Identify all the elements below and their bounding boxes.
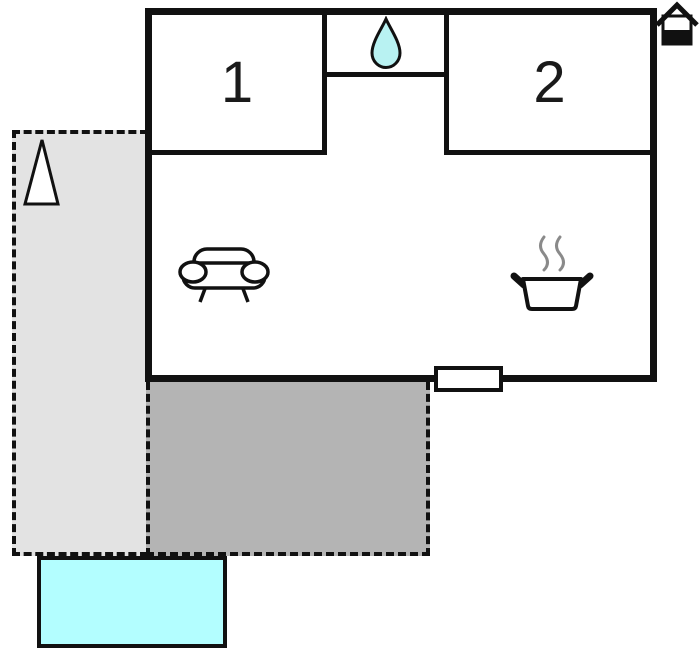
triangle-marker-icon xyxy=(23,139,60,206)
wall-room1-right xyxy=(322,15,327,155)
terrace-dark xyxy=(146,382,430,556)
pool xyxy=(37,556,227,648)
bedroom-2-label: 2 xyxy=(533,49,566,115)
wall-room2-bottom xyxy=(444,150,650,155)
bedroom-1: 1 xyxy=(152,15,322,150)
wall-room1-bottom xyxy=(152,150,327,155)
water-drop-icon xyxy=(369,15,402,69)
cooking-pot-icon xyxy=(510,235,594,311)
sofa-icon xyxy=(178,247,270,303)
bedroom-2: 2 xyxy=(449,15,650,150)
door xyxy=(434,366,503,392)
bedroom-1-label: 1 xyxy=(220,49,254,115)
house-logo-icon xyxy=(655,1,699,46)
bathroom xyxy=(327,13,444,72)
wall-bathroom-bottom xyxy=(322,72,449,77)
house-outline xyxy=(145,8,657,382)
wall-room2-left xyxy=(444,15,449,155)
